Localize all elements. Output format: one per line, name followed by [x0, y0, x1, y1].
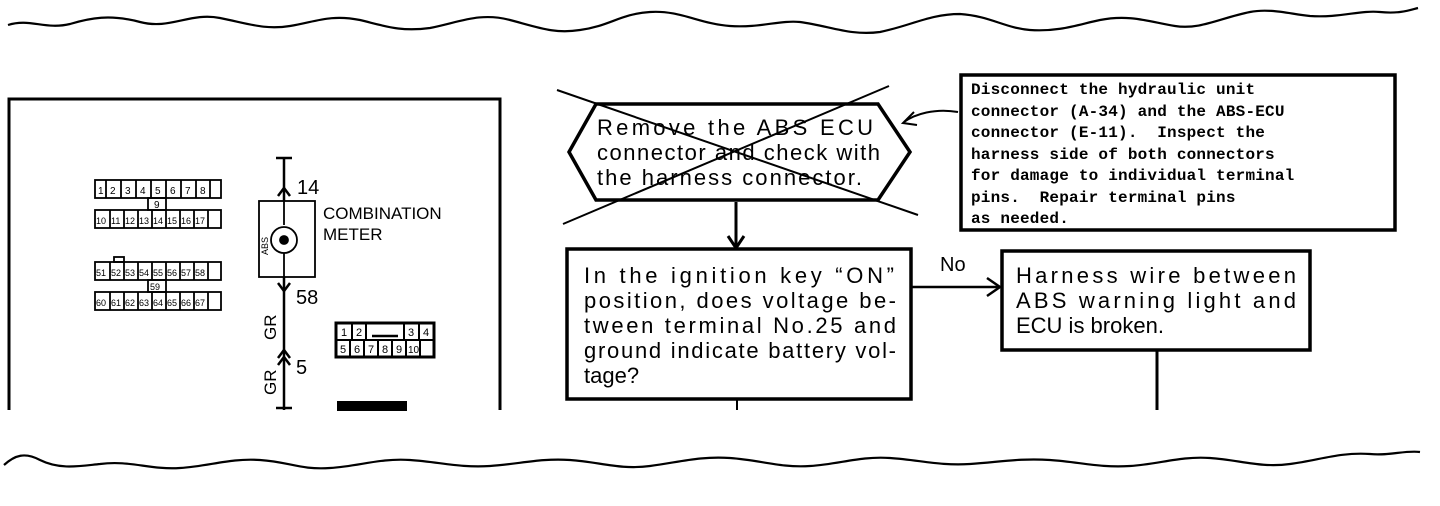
pin-number: 2 [356, 327, 362, 339]
pin-number: 6 [354, 344, 360, 356]
pin-number: 8 [382, 344, 388, 356]
pin-number: 60 [96, 298, 106, 308]
pin-number: 65 [167, 298, 177, 308]
question-text: position, does voltage be- [584, 288, 896, 313]
result-box [1000, 249, 1312, 352]
question-text: ground indicate battery vol- [584, 338, 896, 363]
pin-number: 67 [195, 298, 205, 308]
meter-label: METER [323, 225, 383, 244]
pin-58-label: 58 [296, 287, 318, 309]
pin-number: 14 [153, 216, 163, 226]
pin-number: 51 [96, 268, 106, 278]
meter-label: COMBINATION [323, 204, 442, 223]
pin-number: 54 [139, 268, 149, 278]
lamp-label: ABS [260, 237, 270, 255]
crossed-step-hexagon [566, 102, 913, 202]
pin-number: 63 [139, 298, 149, 308]
pin-number: 3 [408, 327, 414, 339]
pin-number: 11 [111, 216, 120, 226]
wire-color-label: GR [261, 315, 280, 341]
pin-number: 61 [111, 298, 121, 308]
pin-number: 64 [153, 298, 163, 308]
torn-edge-bottom [3, 450, 1421, 470]
result-text: ABS warning light and [1016, 288, 1296, 313]
pin-number: 16 [181, 216, 191, 226]
ecu-connector-lower [94, 256, 222, 311]
ecu-connector-upper [94, 179, 222, 229]
pin-number: 57 [181, 268, 191, 278]
question-box [565, 247, 913, 401]
pin-number: 62 [125, 298, 135, 308]
pin-number: 66 [181, 298, 191, 308]
pin-number: 9 [396, 344, 402, 356]
pin-number: 6 [170, 186, 176, 197]
no-label: No [940, 254, 966, 276]
pin-number: 7 [185, 186, 191, 197]
wire-circuit [276, 156, 292, 410]
question-text: tage? [584, 363, 639, 388]
abs-warning-lamp [258, 200, 316, 278]
pin-number: 5 [340, 344, 346, 356]
pin-number: 1 [341, 327, 347, 339]
note-arrow [903, 109, 959, 123]
pin-number: 55 [153, 268, 163, 278]
question-text: In the ignition key “ON” [584, 263, 894, 288]
pin-number: 59 [150, 282, 160, 292]
pin-number: 58 [195, 268, 205, 278]
pin-number: 9 [154, 200, 160, 211]
pin-number: 10 [96, 216, 106, 226]
pin-number: 56 [167, 268, 177, 278]
pin-number: 53 [125, 268, 135, 278]
crossed-step-text: the harness connector. [597, 165, 862, 190]
pin-number: 17 [195, 216, 205, 226]
result-text: ECU is broken. [1016, 313, 1164, 338]
meter-connector [334, 321, 436, 411]
pin-number: 10 [408, 345, 420, 356]
wire-color-label: GR [261, 370, 280, 396]
pin-number: 5 [155, 186, 161, 197]
pin-number: 15 [167, 216, 177, 226]
pin-number: 3 [125, 186, 131, 197]
pin-5-label: 5 [296, 357, 307, 379]
note-box [959, 73, 1397, 232]
wiring-panel-frame [7, 97, 502, 410]
cross-out-mark [556, 85, 919, 225]
pin-number: 12 [125, 216, 135, 226]
torn-edge-top [7, 6, 1419, 34]
pin-number: 2 [110, 186, 116, 197]
pin-number: 52 [111, 268, 121, 278]
pin-number: 8 [200, 186, 206, 197]
pin-number: 1 [98, 186, 104, 197]
arrowhead-icon [900, 111, 918, 126]
pin-14-label: 14 [297, 177, 319, 199]
pin-number: 7 [368, 344, 374, 356]
pin-number: 13 [139, 216, 149, 226]
arrowhead-icon [986, 276, 1003, 298]
note-text: Disconnect the hydraulic unit connector … [971, 81, 1295, 228]
pin-number: 4 [423, 327, 429, 339]
pin-number: 4 [140, 186, 146, 197]
